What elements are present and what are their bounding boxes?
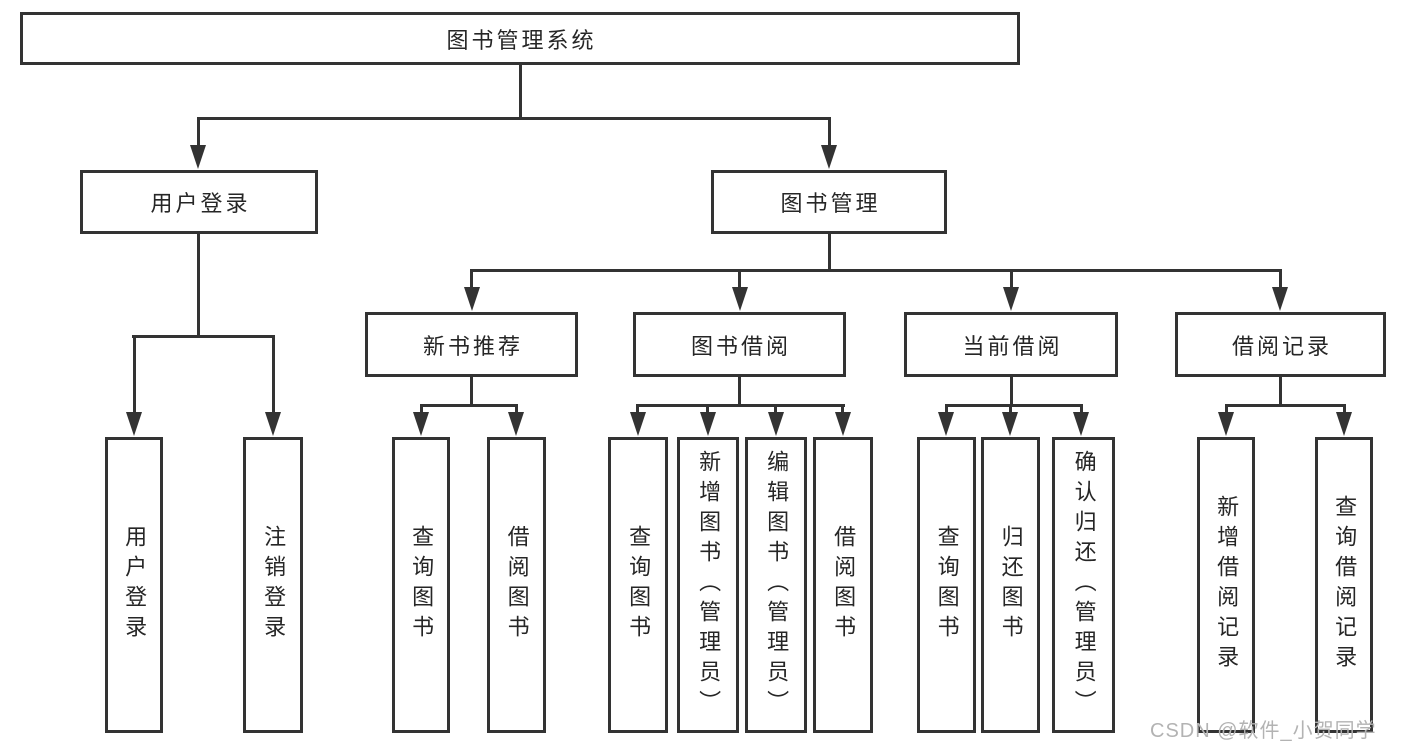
connector-line: [1279, 377, 1282, 406]
node-label: 确认归还（管理员）: [1071, 450, 1097, 720]
leaf-cb-query-books: 查询图书: [917, 437, 976, 733]
leaf-user-login: 用户登录: [105, 437, 163, 733]
connector-line: [1225, 404, 1228, 414]
connector-line: [1279, 269, 1282, 289]
node-label: 当前借阅: [962, 333, 1063, 359]
connector-line: [828, 233, 831, 272]
arrowhead-down-icon: [1272, 287, 1288, 311]
connector-line: [1225, 404, 1346, 407]
node-label: 借阅图书: [831, 525, 857, 645]
node-label: 图书管理: [780, 191, 881, 216]
connector-line: [945, 404, 948, 414]
arrowhead-down-icon: [1218, 412, 1234, 436]
leaf-nbr-borrow-books: 借阅图书: [487, 437, 546, 733]
node-label: 查询借阅记录: [1332, 495, 1358, 675]
leaf-bb-add-books-admin: 新增图书（管理员）: [677, 437, 739, 733]
connector-line: [197, 117, 831, 120]
arrowhead-down-icon: [768, 412, 784, 436]
arrowhead-down-icon: [835, 412, 851, 436]
node-book-borrowing: 图书借阅: [633, 312, 846, 377]
leaf-bb-query-books: 查询图书: [608, 437, 668, 733]
node-library-management-system: 图书管理系统: [20, 12, 1020, 65]
node-book-management: 图书管理: [711, 170, 947, 234]
arrowhead-down-icon: [413, 412, 429, 436]
node-label: 用户登录: [122, 525, 148, 645]
node-label: 查询图书: [409, 525, 435, 645]
connector-line: [133, 335, 136, 413]
arrowhead-down-icon: [732, 287, 748, 311]
leaf-bb-borrow-books: 借阅图书: [813, 437, 873, 733]
node-label: 图书管理系统: [446, 27, 597, 53]
arrowhead-down-icon: [1002, 412, 1018, 436]
connector-line: [197, 117, 200, 147]
leaf-cb-return-books: 归还图书: [981, 437, 1040, 733]
connector-line: [420, 404, 518, 407]
node-label: 用户登录: [150, 191, 251, 216]
node-label: 编辑图书（管理员）: [764, 450, 790, 720]
connector-line: [470, 269, 1282, 272]
connector-line: [738, 269, 741, 289]
connector-line: [272, 335, 275, 413]
connector-line: [420, 404, 423, 414]
leaf-cb-confirm-return-admin: 确认归还（管理员）: [1052, 437, 1115, 733]
arrowhead-down-icon: [1003, 287, 1019, 311]
arrowhead-down-icon: [126, 412, 142, 436]
connector-line: [470, 269, 473, 289]
arrowhead-down-icon: [821, 145, 837, 169]
node-label: 归还图书: [998, 525, 1024, 645]
arrowhead-down-icon: [265, 412, 281, 436]
connector-line: [1080, 404, 1083, 414]
connector-line: [636, 404, 639, 414]
node-label: 查询图书: [626, 525, 652, 645]
arrowhead-down-icon: [1336, 412, 1352, 436]
leaf-bb-edit-books-admin: 编辑图书（管理员）: [745, 437, 807, 733]
connector-line: [706, 404, 709, 414]
connector-line: [636, 404, 845, 407]
connector-line: [470, 377, 473, 406]
node-label: 借阅图书: [504, 525, 530, 645]
connector-line: [1343, 404, 1346, 414]
node-borrowing-records: 借阅记录: [1175, 312, 1386, 377]
csdn-watermark: CSDN @软件_小贺同学: [1150, 720, 1377, 742]
node-label: 新增借阅记录: [1214, 495, 1240, 675]
arrowhead-down-icon: [700, 412, 716, 436]
connector-line: [738, 377, 741, 406]
connector-line: [1009, 404, 1012, 414]
node-label: 新增图书（管理员）: [696, 450, 722, 720]
node-label: 新书推荐: [422, 333, 523, 359]
arrowhead-down-icon: [938, 412, 954, 436]
node-user-login: 用户登录: [80, 170, 318, 234]
connector-line: [945, 404, 1083, 407]
node-label: 图书借阅: [690, 333, 791, 359]
node-label: 借阅记录: [1231, 333, 1332, 359]
connector-line: [519, 64, 522, 119]
leaf-br-query-borrow-record: 查询借阅记录: [1315, 437, 1373, 733]
connector-line: [1010, 269, 1013, 289]
node-current-borrowing: 当前借阅: [904, 312, 1118, 377]
node-new-book-recommend: 新书推荐: [365, 312, 578, 377]
arrowhead-down-icon: [1073, 412, 1089, 436]
connector-line: [132, 335, 274, 338]
leaf-br-add-borrow-record: 新增借阅记录: [1197, 437, 1255, 733]
connector-line: [197, 233, 200, 337]
arrowhead-down-icon: [630, 412, 646, 436]
connector-line: [1010, 377, 1013, 406]
arrowhead-down-icon: [464, 287, 480, 311]
leaf-nbr-query-books: 查询图书: [392, 437, 450, 733]
node-label: 注销登录: [261, 525, 287, 645]
arrowhead-down-icon: [508, 412, 524, 436]
connector-line: [774, 404, 777, 414]
node-label: 查询图书: [934, 525, 960, 645]
connector-line: [515, 404, 518, 414]
connector-line: [828, 117, 831, 147]
connector-line: [841, 404, 844, 414]
leaf-logout: 注销登录: [243, 437, 303, 733]
arrowhead-down-icon: [190, 145, 206, 169]
